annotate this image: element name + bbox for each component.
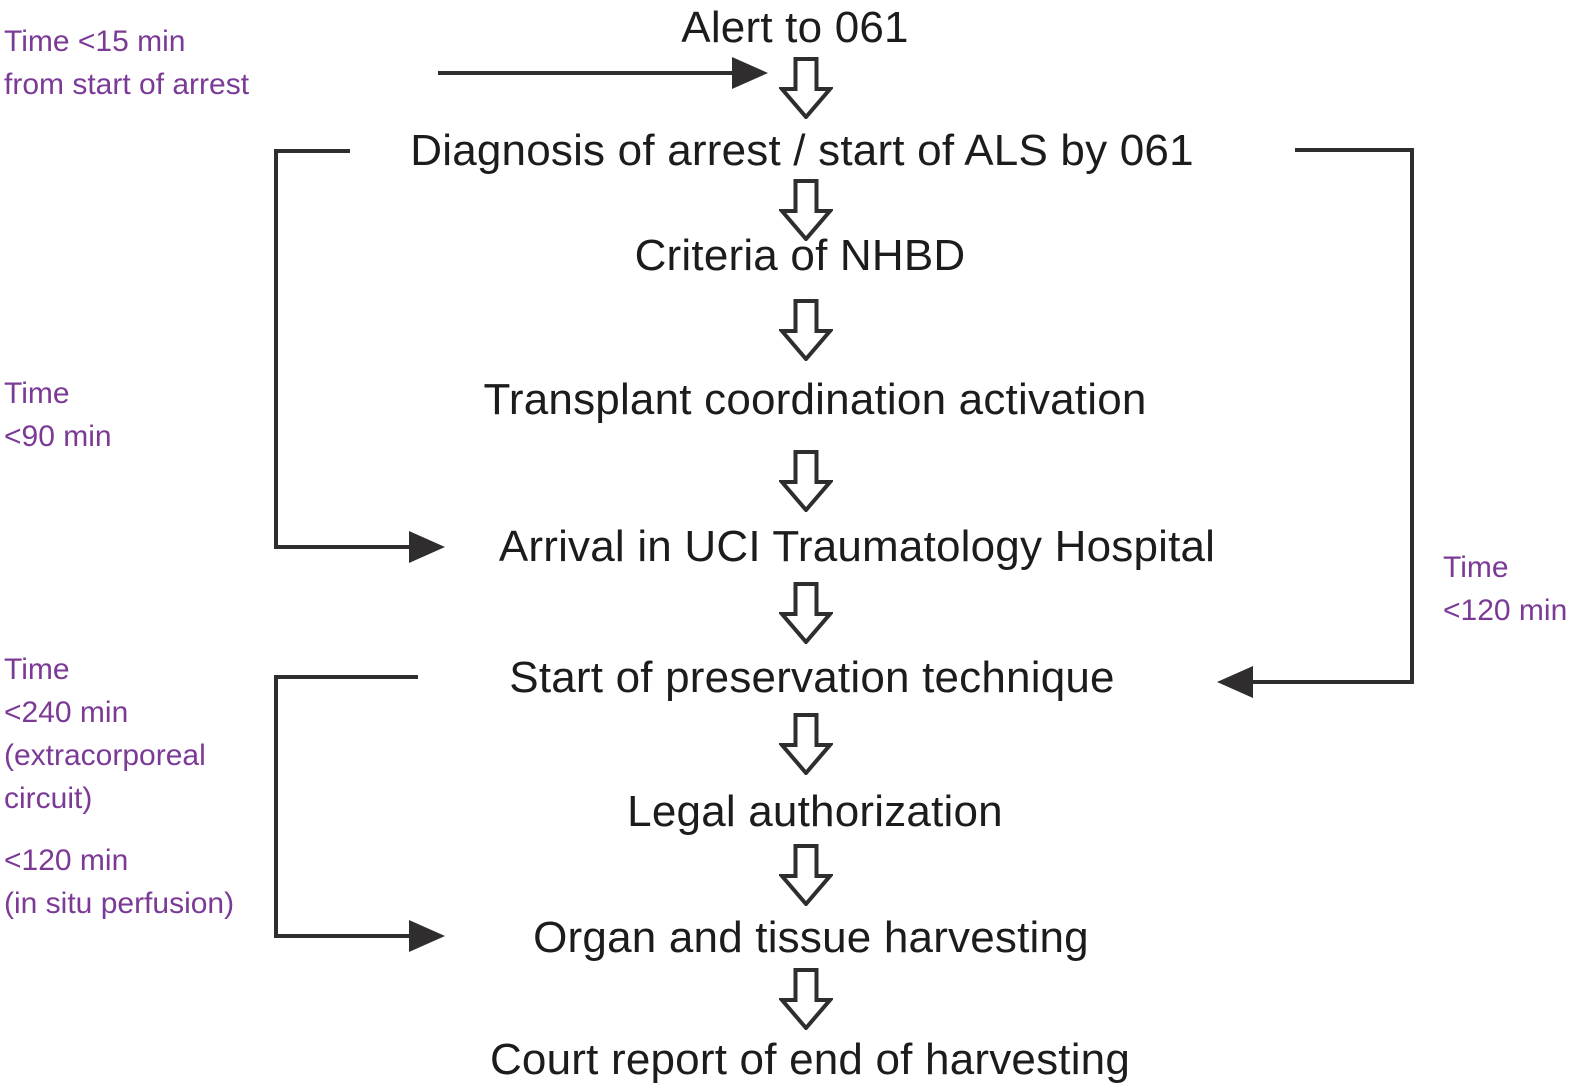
timing-line: (in situ perfusion) (4, 887, 235, 920)
down-block-arrow-icon (779, 582, 833, 644)
flow-step-diagnosis-als: Diagnosis of arrest / start of ALS by 06… (410, 126, 1194, 175)
timing-line: Time (4, 377, 70, 410)
down-block-arrow-icon (779, 450, 833, 512)
timing-line: (extracorporeal (4, 739, 206, 772)
down-block-arrow-icon (779, 299, 833, 361)
timing-label-preservation: Time <120 min (1443, 546, 1567, 632)
flow-step-alert-061: Alert to 061 (681, 3, 909, 52)
timing-line: <120 min (4, 844, 129, 877)
timing-line: circuit) (4, 782, 93, 815)
timing-line: <120 min (1443, 594, 1568, 627)
down-block-arrow-icon (779, 968, 833, 1030)
bracket-preservation-to-harvesting (274, 675, 445, 952)
timing-label-arrival: Time <90 min (4, 372, 112, 458)
timing-line: <240 min (4, 696, 129, 729)
timing-line: <90 min (4, 420, 112, 453)
bracket-diagnosis-to-arrival (274, 149, 445, 563)
timing-label-alert: Time <15 min from start of arrest (4, 20, 249, 106)
timing-line: Time <15 min (4, 25, 186, 58)
bracket-diagnosis-to-preservation (1217, 148, 1414, 698)
timing-line: Time (4, 653, 70, 686)
down-block-arrow-icon (779, 57, 833, 119)
flow-step-criteria-nhbd: Criteria of NHBD (634, 231, 966, 280)
down-block-arrow-icon (779, 713, 833, 775)
down-block-arrow-icon (779, 179, 833, 241)
timing-line: Time (1443, 551, 1509, 584)
flow-step-transplant-coordination: Transplant coordination activation (483, 375, 1147, 424)
flow-step-start-preservation: Start of preservation technique (509, 653, 1115, 702)
flow-step-legal-authorization: Legal authorization (627, 787, 1003, 836)
flow-step-arrival-uci: Arrival in UCI Traumatology Hospital (498, 522, 1216, 571)
timing-line: from start of arrest (4, 68, 250, 101)
timing-label-harvesting: Time <240 min (extracorporeal circuit) <… (4, 648, 234, 925)
down-block-arrow-icon (779, 844, 833, 906)
flow-step-court-report: Court report of end of harvesting (489, 1035, 1131, 1084)
arrow-alert-timing (438, 57, 768, 89)
flow-step-organ-harvesting: Organ and tissue harvesting (533, 913, 1089, 962)
